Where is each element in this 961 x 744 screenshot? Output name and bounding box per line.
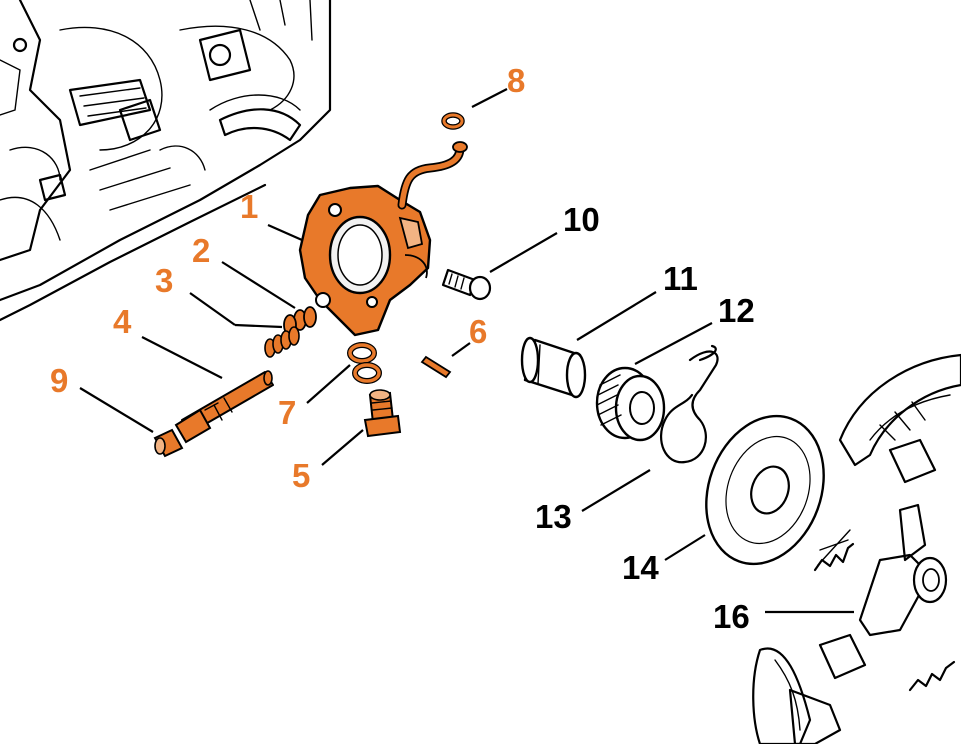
- callout-2: 2: [192, 232, 210, 269]
- spring-part-3: [264, 326, 300, 358]
- drive-disc-part-14: [705, 414, 825, 566]
- callout-10: 10: [563, 201, 600, 238]
- callout-6: 6: [469, 313, 487, 350]
- callout-4: 4: [113, 303, 132, 340]
- callout-16: 16: [713, 598, 750, 635]
- clutch-shoe-top: [838, 353, 961, 484]
- callout-5: 5: [292, 457, 310, 494]
- callout-12: 12: [718, 292, 755, 329]
- callout-7: 7: [278, 394, 296, 431]
- worm-gear-part-12: [595, 366, 666, 442]
- leader-lines: [79, 88, 854, 614]
- callout-1: 1: [240, 188, 258, 225]
- pin-part-6: [420, 355, 452, 379]
- clutch-spring-bottom: [908, 660, 956, 692]
- seal-rings-part-2: [283, 306, 317, 336]
- sleeve-part-11: [520, 336, 587, 399]
- pump-piston-part-4: [174, 370, 274, 444]
- clutch-shoe-bottom: [752, 633, 867, 744]
- callout-11: 11: [663, 260, 698, 297]
- bolt-part-10: [441, 268, 492, 301]
- callout-13: 13: [535, 498, 572, 535]
- engine-housing-drawing: [0, 0, 332, 322]
- clutch-hub-part-16: [858, 503, 948, 637]
- callout-14: 14: [622, 549, 659, 586]
- callout-labels: 1 2 3 4 9 8 6 7 5 10 11 12 13 14 16: [50, 62, 755, 635]
- clutch-spring-middle: [813, 529, 855, 572]
- cap-part-9: [153, 428, 184, 458]
- plug-part-5: [363, 389, 402, 438]
- callout-9: 9: [50, 362, 68, 399]
- spring-clip-part-13: [660, 344, 719, 464]
- washers-part-7: [347, 342, 382, 384]
- callout-8: 8: [507, 62, 525, 99]
- oil-pump-housing-part-1: [298, 141, 468, 337]
- callout-3: 3: [155, 262, 173, 299]
